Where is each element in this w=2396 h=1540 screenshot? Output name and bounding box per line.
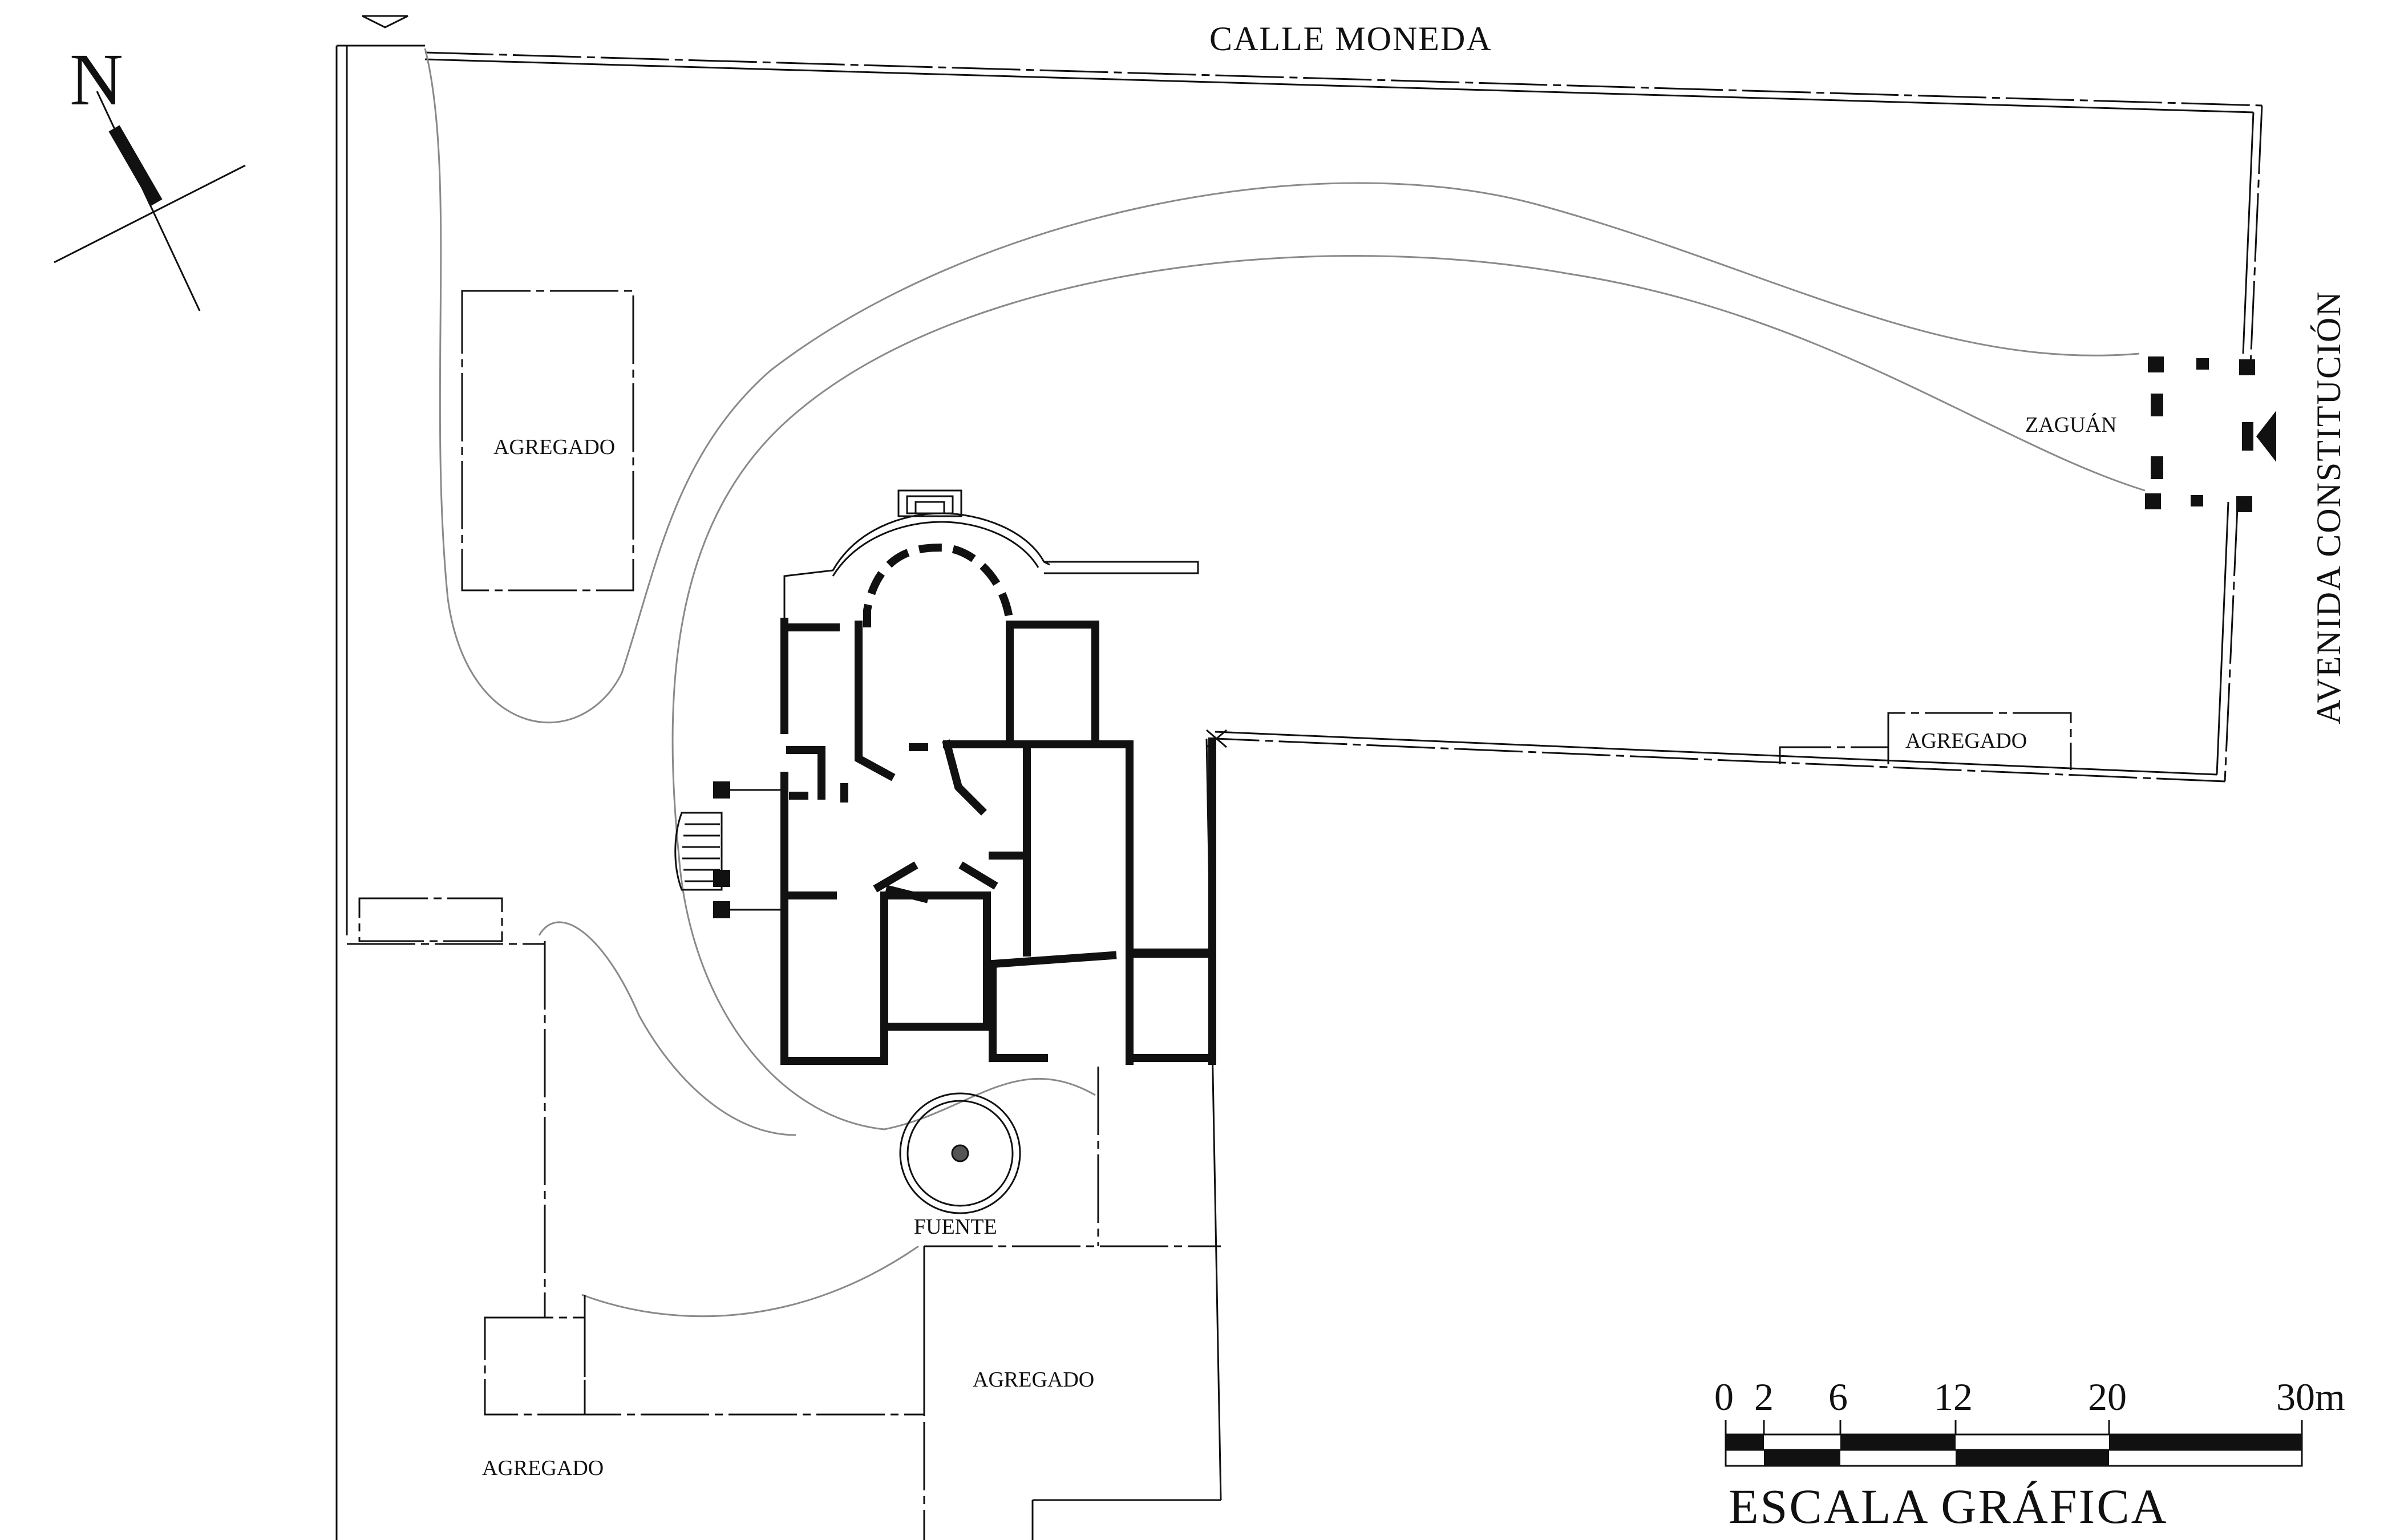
entry-piers [713,781,730,918]
scale-tick-label: 12 [1934,1375,1973,1419]
east-passage [1130,949,1212,958]
entrance-arrow-icon [2256,411,2276,462]
scale-bar [1725,1420,2303,1467]
scale-tick-label: 0 [1714,1375,1734,1419]
scale-tick-label: 2 [1754,1375,1774,1419]
scale-tick-label: 20 [2088,1375,2127,1419]
room-label-fuente: FUENTE [914,1215,997,1239]
room-label-agregado-south-west: AGREGADO [482,1456,604,1480]
scale-tick-label: 6 [1828,1375,1848,1419]
street-label-avenida-constitucion: AVENIDA CONSTITUCIÓN [2310,290,2348,724]
street-label-calle-moneda: CALLE MONEDA [1209,20,1492,58]
zaguan-pavilion [2145,356,2276,512]
north-arrow-icon [54,91,246,311]
property-boundary [335,44,2263,1540]
fountain [899,1092,1021,1214]
scale-seg-2-6-bottom [1764,1450,1840,1466]
north-arrow-label: N [70,39,123,121]
carriage-drive [424,48,2146,1318]
apse [783,489,1199,627]
gate-mark-icon [1206,729,1227,748]
entrance-marker-icon [362,15,408,29]
scale-seg-20-30-top [2109,1434,2302,1450]
scale-seg-6-12-top [1840,1434,1956,1450]
room-label-zaguan: ZAGUÁN [2025,413,2117,437]
room-label-agregado-nw: AGREGADO [493,435,616,459]
house-walls [780,618,1216,1065]
scale-bar-title: ESCALA GRÁFICA [1729,1479,2168,1534]
scale-seg-12-20-bottom [1956,1450,2109,1466]
west-entry-steps [674,789,784,911]
room-label-agregado-east: AGREGADO [1905,729,2027,753]
scale-seg-0-2-top [1726,1434,1764,1450]
scale-tick-label: 30m [2276,1375,2345,1419]
agregado-outlines [347,290,2072,1540]
room-label-agregado-south-center: AGREGADO [973,1368,1095,1392]
